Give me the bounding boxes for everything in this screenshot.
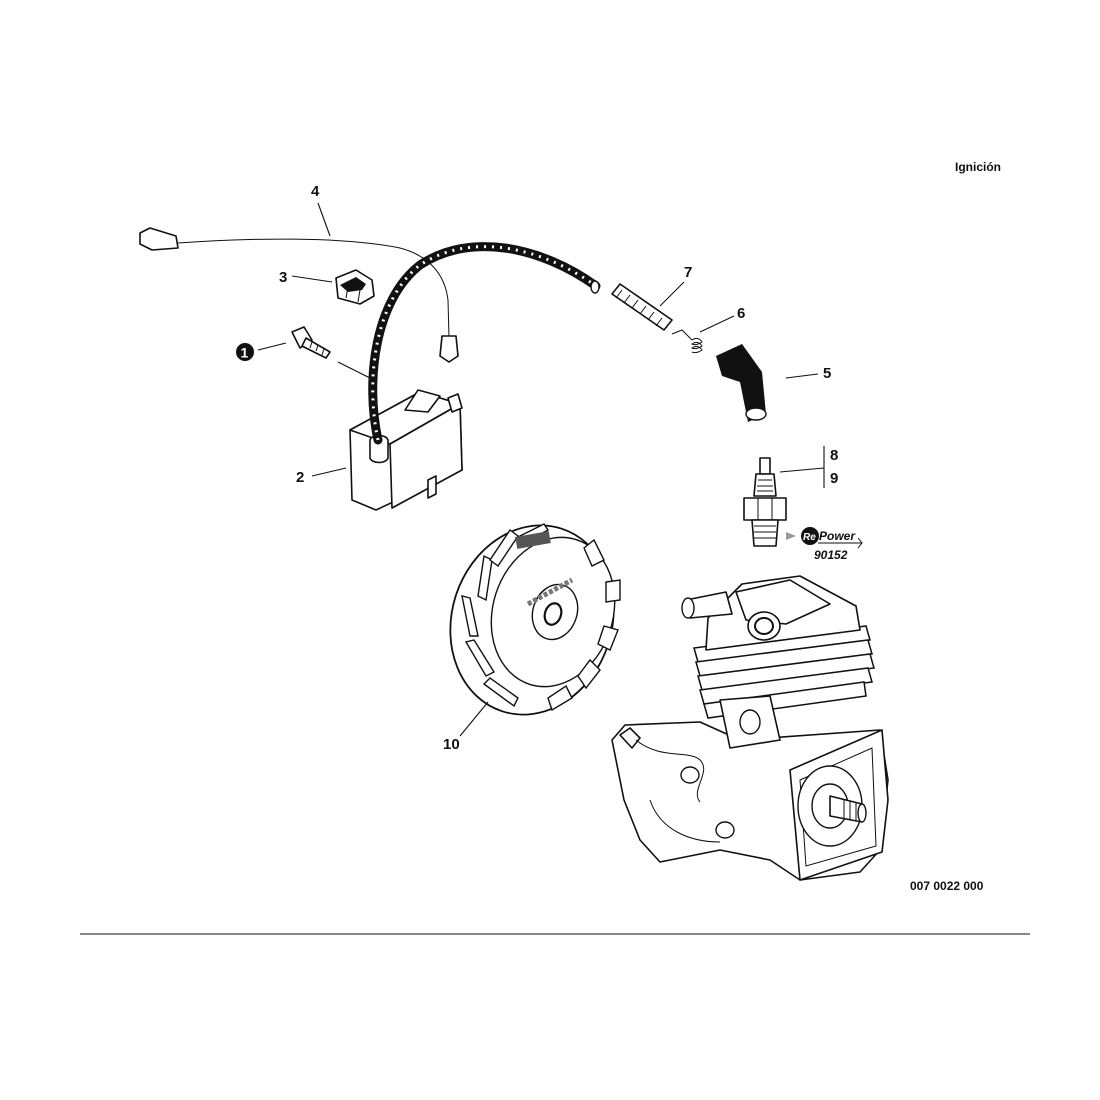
high-tension-lead (368, 242, 601, 445)
lead-sleeve (611, 283, 673, 331)
section-title: Ignición (955, 160, 1001, 174)
callout-1-circle (236, 343, 254, 361)
callout-7: 7 (684, 264, 692, 281)
repower-logo-suffix: Power (819, 529, 856, 543)
callout-2: 2 (296, 469, 304, 486)
callout-labels: 1 2 3 4 5 6 7 8 9 10 (236, 183, 838, 753)
repower-logo-prefix: Re (803, 532, 816, 543)
callout-8: 8 (830, 447, 838, 464)
spring-terminal (671, 329, 703, 354)
ground-wire (139, 227, 459, 363)
repower-part-number: 90152 (814, 548, 848, 562)
callout-6: 6 (737, 305, 745, 322)
engine-block (611, 575, 889, 881)
repower-logo: Re Power 90152 (786, 527, 863, 562)
callout-10: 10 (443, 736, 460, 753)
leader-lines (257, 202, 825, 737)
callout-3: 3 (279, 269, 287, 286)
spark-plug (743, 457, 787, 547)
callout-1: 1 (241, 345, 249, 361)
coil-mounting-bolt (291, 326, 331, 359)
callout-4: 4 (311, 183, 320, 200)
ignition-coil (349, 389, 463, 511)
wire-clip (335, 269, 375, 305)
spark-plug-boot (716, 344, 767, 422)
callout-9: 9 (830, 470, 838, 487)
callout-5: 5 (823, 365, 831, 382)
flywheel (449, 523, 621, 716)
drawing-number: 007 0022 000 (910, 879, 984, 893)
